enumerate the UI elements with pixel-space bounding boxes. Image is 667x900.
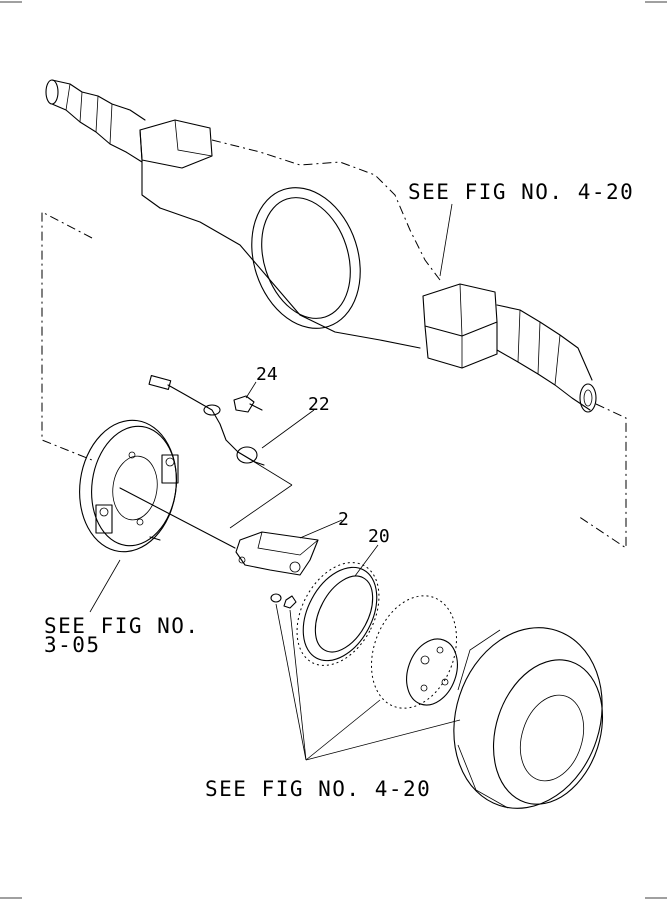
see-fig-hub-label: SEE FIG NO. 4-20	[205, 777, 431, 801]
see-fig-axle-label: SEE FIG NO. 4-20	[408, 180, 634, 204]
see-fig-backing-label-line1: SEE FIG NO.	[44, 614, 200, 638]
part-number-20: 20	[368, 526, 390, 547]
see-fig-backing-label-line2: 3-05	[44, 633, 101, 657]
brake-drum	[453, 627, 604, 809]
nut-washer	[270, 593, 297, 609]
brake-backing-plate	[79, 419, 236, 553]
part-number-24: 24	[256, 364, 278, 385]
bolt-24	[233, 395, 263, 413]
part-number-2: 2	[338, 509, 349, 530]
part-number-22: 22	[308, 394, 330, 415]
abs-sensor-harness	[148, 374, 293, 529]
wheel-hub	[370, 595, 458, 709]
reference-boundaries	[41, 211, 627, 549]
tone-ring	[296, 562, 380, 666]
leader-lines	[89, 203, 461, 761]
sensor-bracket	[235, 531, 319, 576]
axle-housing	[45, 79, 597, 413]
